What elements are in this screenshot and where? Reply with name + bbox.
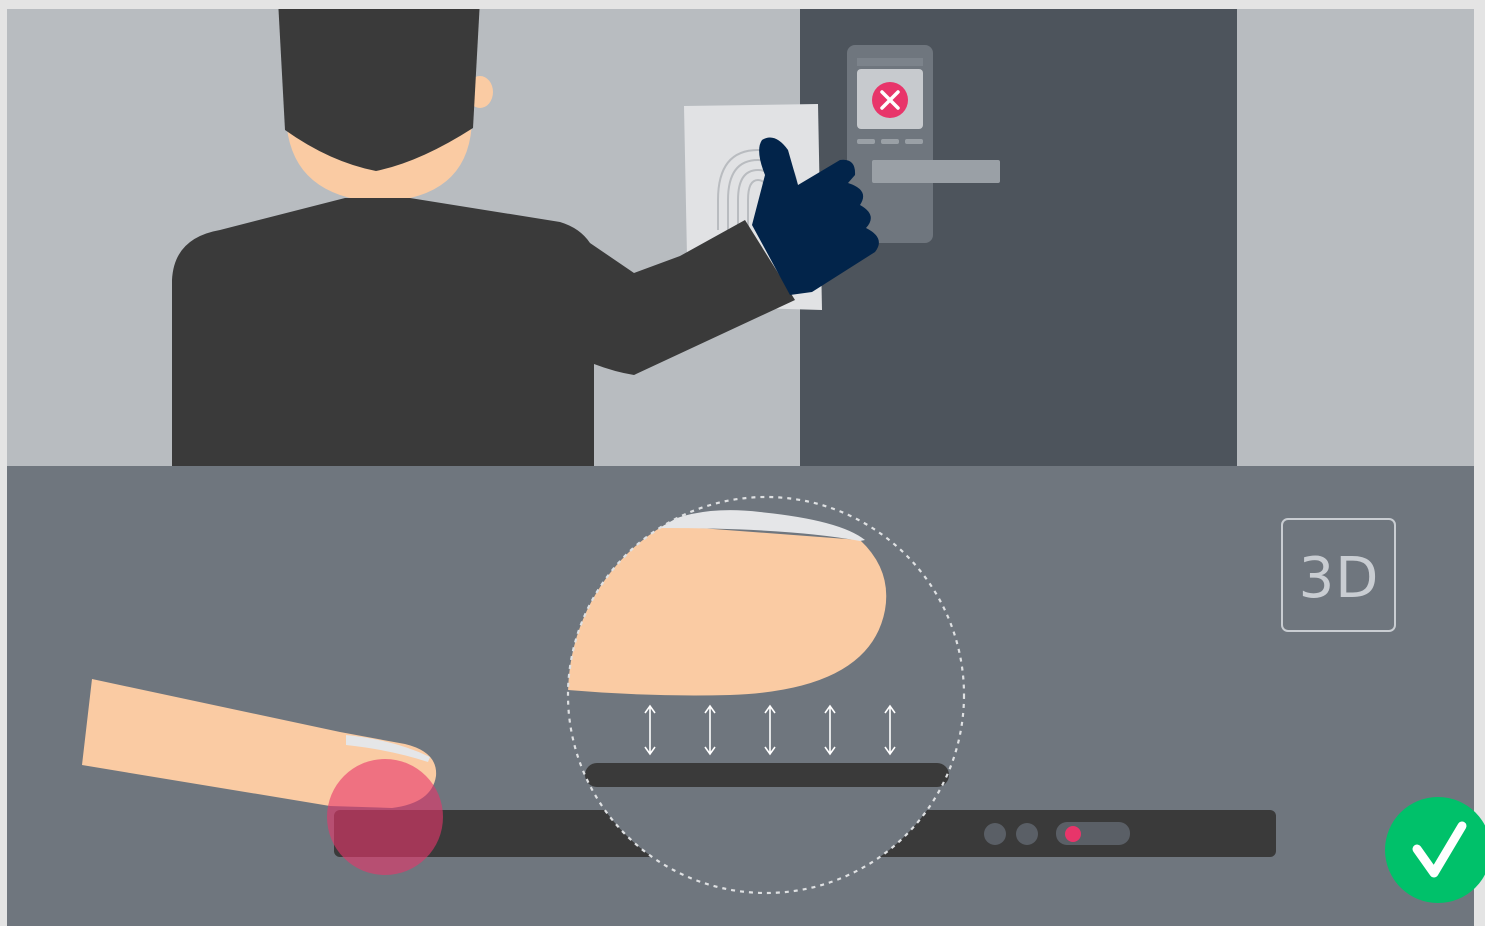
indicator-light <box>1016 823 1038 845</box>
zoom-view <box>568 497 964 893</box>
lock-key <box>881 139 899 144</box>
indicator-light <box>984 823 1006 845</box>
indicator-light-active <box>1065 826 1081 842</box>
lock-key <box>857 139 875 144</box>
top-panel <box>7 0 1474 466</box>
zoomed-sensor <box>585 763 949 787</box>
door-handle <box>872 160 1000 183</box>
touch-highlight <box>327 759 443 875</box>
3d-badge-label: 3D <box>1299 546 1380 611</box>
lock-key <box>905 139 923 144</box>
bottom-panel: 3D <box>7 466 1485 926</box>
